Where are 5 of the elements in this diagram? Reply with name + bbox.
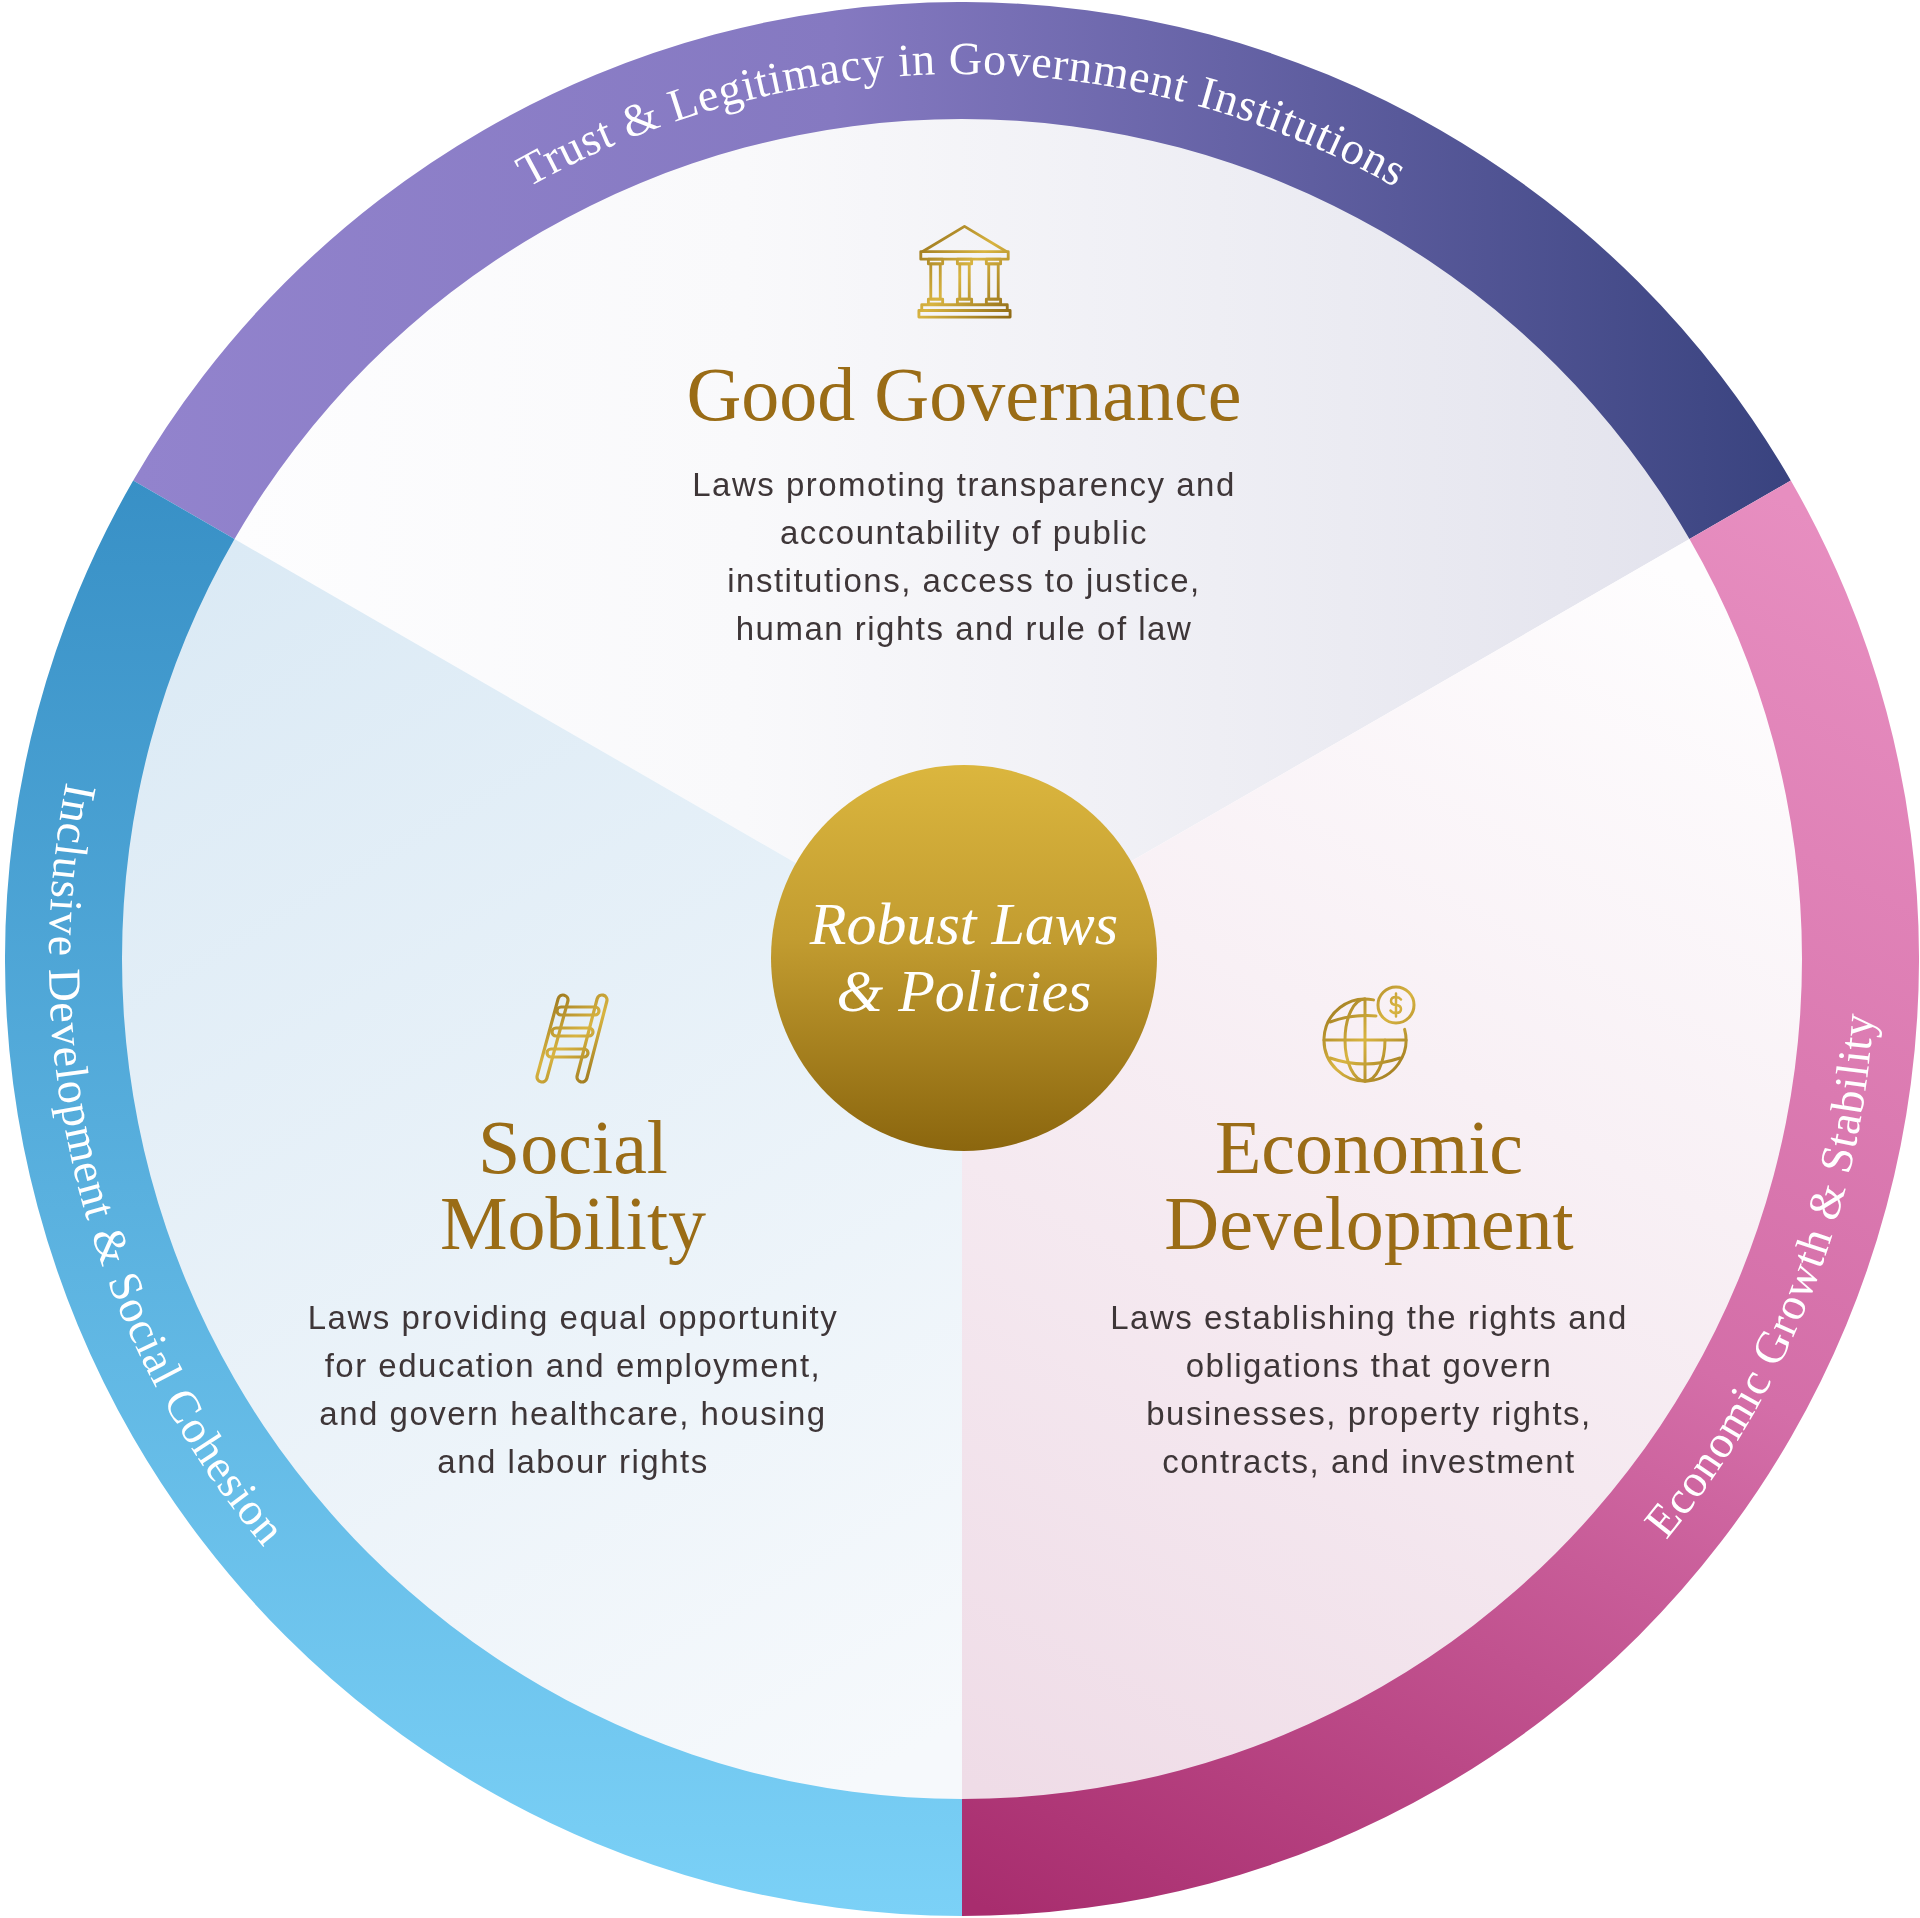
sector-description: Laws establishing the rights and obligations that govern businesses, property rights, contracts, and investment <box>1109 1298 1629 1482</box>
center-title: Robust Laws & Policies <box>808 891 1120 1025</box>
sector-description: Laws promoting transparency and accountability of public institutions, access to justice, human rights and rule of law <box>691 465 1237 649</box>
sector-description: Laws providing equal opportunity for education and employment, and govern healthcare, housing and labour rights <box>306 1298 840 1482</box>
sector-title: Good Governance <box>685 356 1243 432</box>
